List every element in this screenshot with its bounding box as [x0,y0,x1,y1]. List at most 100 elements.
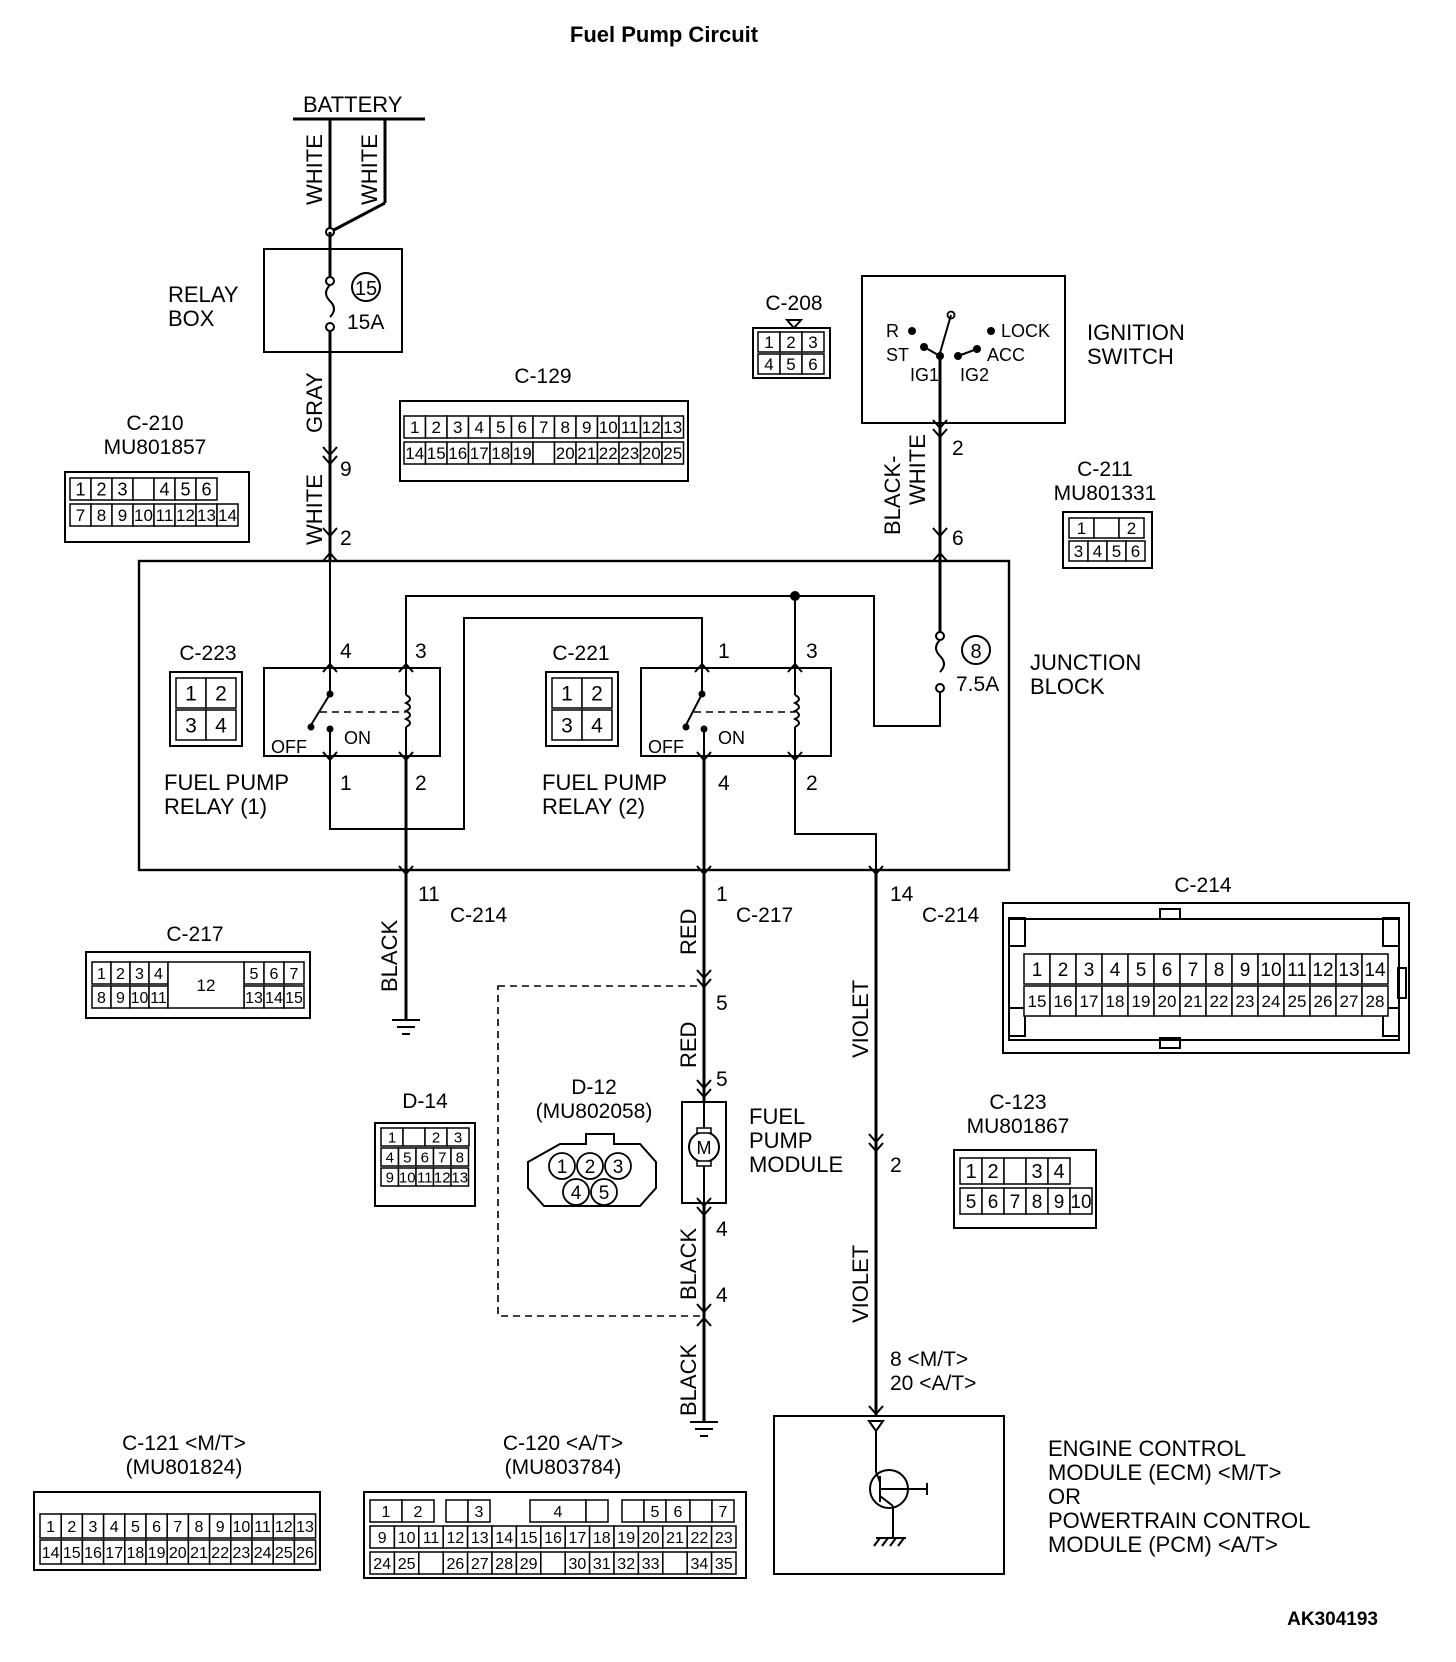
fuse15-terminal-bottom [325,322,335,332]
c120-pin-2-label: 2 [414,1504,423,1521]
pump-module-label-2: PUMP [749,1128,813,1153]
pin-ign-2: 2 [952,437,964,460]
c211-pin-blank-1-cell [1093,517,1120,539]
c129-pin-12-label: 12 [642,418,661,437]
pin-mark-2-jb [322,527,338,562]
c214-pin-17-label: 17 [1080,992,1099,1011]
c217-pin-13-label: 13 [245,990,263,1007]
c223-pin-2-cell [205,677,237,709]
pin-mark-ign-2 [932,419,948,439]
pin-r2-1: 1 [718,640,730,663]
pin-pump-4a: 4 [716,1218,728,1241]
pin-mark-pump-4a [696,1197,712,1217]
battery-wire-join [329,201,386,234]
c217-view-name: C-217 [166,923,223,946]
pin-mark-9 [322,446,338,466]
d14-pin-8-label: 8 [456,1149,464,1166]
ecm-pin-at: 20 <A/T> [890,1372,976,1395]
relay2-name-2: RELAY (2) [542,794,645,819]
c129-pin-19-label: 19 [513,444,532,463]
c217-pin-14-label: 14 [265,990,283,1007]
d14-pin-5-label: 5 [403,1149,411,1166]
c221-pin-2-cell [581,677,613,709]
c121-pin-13-cell [293,1513,317,1539]
c223-pin-3-label: 3 [185,715,197,738]
ecm-label-3: OR [1048,1484,1081,1509]
c214-pin-28-label: 28 [1366,992,1385,1011]
c123-pin-blank-2-cell [1003,1157,1027,1185]
c121-pin-5-label: 5 [131,1519,140,1536]
pin-vio-2: 2 [890,1154,902,1177]
c120-pin-7-cell [711,1499,735,1523]
c210-pin-3-label: 3 [117,479,127,499]
c121-pin-21-label: 21 [190,1545,208,1562]
c129-pin-17-label: 17 [470,444,489,463]
c121-pin-26-label: 26 [296,1545,314,1562]
pump-motor-letter: M [697,1138,712,1158]
wire-color-white-lower: WHITE [302,474,327,545]
pin-mark-vio-2 [868,1133,884,1153]
c123-pin-4-label: 4 [1053,1161,1064,1183]
c120-pin-32-label: 32 [617,1556,635,1573]
d12-pin-1-cell [548,1152,576,1180]
c214-pin-19-cell [1127,985,1155,1017]
wire-color-violet-lower: VIOLET [848,1245,873,1323]
fuse15-number: 15 [355,278,377,300]
c123-part: MU801867 [967,1115,1070,1138]
d12-pin-4-cell [562,1178,590,1206]
wire-connector-c214-a: C-214 [450,904,508,927]
ecm-label-5: MODULE (PCM) <A/T> [1048,1532,1278,1557]
pin-mark-ecm [868,1405,884,1416]
c217-pin-5-label: 5 [250,966,259,983]
c217-pin-15-cell [283,985,305,1009]
relay1-coil [403,694,411,728]
c221-name: C-221 [552,642,609,665]
ecm-label-4: POWERTRAIN CONTROL [1048,1508,1310,1533]
c223-pin-1-cell [175,677,207,709]
c221-pin-4-label: 4 [591,715,603,738]
c211-name: C-211 [1077,458,1133,481]
c120-pin-20-label: 20 [642,1530,660,1547]
c214-pin-12-cell [1309,953,1337,985]
d14-pin-6-label: 6 [421,1149,429,1166]
c214-pin-16-label: 16 [1054,992,1073,1011]
c214-pin-18-label: 18 [1106,992,1125,1011]
c211-pin-6-cell [1125,540,1146,562]
c217-pin-10-label: 10 [131,990,149,1007]
c120-pin-blank-7-cell [540,1551,566,1575]
c121-pin-8-label: 8 [195,1519,204,1536]
ign-pos-acc: ACC [987,345,1025,365]
c210-pin-2-label: 2 [96,479,106,499]
relay1-off-dot [307,723,315,731]
fuse15-symbol [325,284,335,318]
c129-pin-5-label: 5 [496,418,505,437]
c123-pin-8-label: 8 [1032,1192,1043,1213]
c208-pin-3-cell [801,331,825,353]
wire-color-black-white-2: WHITE [905,434,930,505]
coil-supply-junction [790,591,800,601]
c214-pin-8-label: 8 [1214,960,1225,981]
c129-pin-21-label: 21 [577,444,596,463]
ign-link-st [923,346,941,357]
d14-pin-10-label: 10 [399,1169,416,1186]
c121-pin-12-label: 12 [275,1519,293,1536]
relay1-switch-blade [310,693,331,726]
c210-pin-13-label: 13 [197,506,216,525]
d14-pin-3-label: 3 [454,1129,462,1146]
fuse8-terminal-bottom [935,683,945,693]
c210-pin-11-label: 11 [156,506,174,525]
c121-pin-1-label: 1 [46,1519,55,1536]
c121-pin-2-label: 2 [67,1519,76,1536]
c120-pin-blank-9-cell [689,1499,713,1523]
wire-color-black-ground: BLACK [377,920,402,992]
c217-pin-15-label: 15 [285,990,303,1007]
d12-pin-3-cell [604,1152,632,1180]
ign-pos-ig1: IG1 [910,365,939,385]
ground-symbol-2 [690,1421,718,1437]
fuse15-rating: 15A [347,311,384,334]
c214-pin-15-label: 15 [1028,992,1047,1011]
